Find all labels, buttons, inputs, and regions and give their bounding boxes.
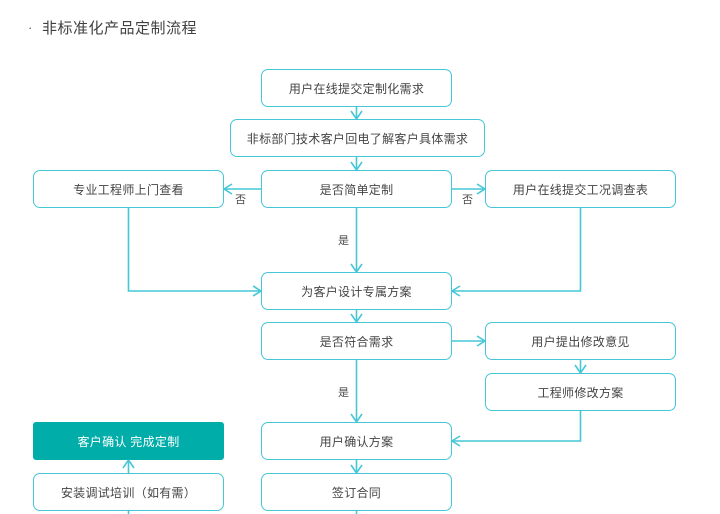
node-design-plan[interactable]: 为客户设计专属方案 [261,272,452,310]
node-sign-contract[interactable]: 签订合同 [261,473,452,511]
node-label: 是否简单定制 [319,182,394,197]
node-callback-detail[interactable]: 非标部门技术客户回电了解客户具体需求 [230,119,485,157]
edge-label-no-left: 否 [233,191,249,207]
node-user-feedback[interactable]: 用户提出修改意见 [485,322,676,360]
page-title: · 非标准化产品定制流程 [28,17,197,38]
edge-onsite-to-design [127,208,261,292]
node-submit-request[interactable]: 用户在线提交定制化需求 [261,69,452,107]
node-meets-requirement[interactable]: 是否符合需求 [261,322,452,360]
arrowhead-decision-to-onsite [222,183,233,195]
node-label: 客户确认 完成定制 [77,434,180,449]
node-user-confirm-plan[interactable]: 用户确认方案 [261,422,452,460]
arrowhead-decision-to-design [350,263,363,274]
node-label: 非标部门技术客户回电了解客户具体需求 [246,131,469,146]
node-is-simple-custom[interactable]: 是否简单定制 [261,170,452,208]
arrowhead-meets-to-confirm [350,413,363,424]
arrowhead-confirm-to-contract [350,464,363,475]
node-label: 专业工程师上门查看 [73,182,184,197]
edge-label-yes-middle: 是 [336,232,352,248]
arrowhead-design-to-meets [350,313,363,324]
node-label: 是否符合需求 [319,334,394,349]
arrowhead-revise-to-confirm [450,435,461,447]
node-label: 用户在线提交定制化需求 [288,81,425,96]
node-label: 用户在线提交工况调查表 [512,182,649,197]
arrowhead-submit-to-callback [350,110,363,121]
node-label: 签订合同 [331,485,382,500]
node-label: 安装调试培训（如有需） [60,485,197,500]
node-confirm-complete[interactable]: 客户确认 完成定制 [33,422,224,460]
edge-revise-to-confirm [452,411,582,442]
arrowhead-training-to-complete [122,458,135,469]
arrowhead-meets-to-feedback [476,335,487,347]
node-install-training[interactable]: 安装调试培训（如有需） [33,473,224,511]
node-label: 用户确认方案 [319,434,394,449]
node-label: 工程师修改方案 [537,385,624,400]
edge-survey-to-design [452,208,582,292]
node-label: 为客户设计专属方案 [301,284,412,299]
edge-label-yes-lower: 是 [336,384,352,400]
node-label: 用户提出修改意见 [531,334,630,349]
edge-label-no-right: 否 [460,191,476,207]
node-engineer-revise[interactable]: 工程师修改方案 [485,373,676,411]
arrowhead-survey-to-design [450,285,461,297]
node-submit-survey[interactable]: 用户在线提交工况调查表 [485,170,676,208]
arrowhead-callback-to-decision [350,161,363,172]
node-engineer-onsite[interactable]: 专业工程师上门查看 [33,170,224,208]
page-title-text: 非标准化产品定制流程 [42,20,198,37]
bullet-icon: · [28,20,33,35]
arrowhead-onsite-to-design [252,285,263,297]
arrowhead-decision-to-survey [476,183,487,195]
arrowhead-feedback-to-revise [574,364,587,375]
